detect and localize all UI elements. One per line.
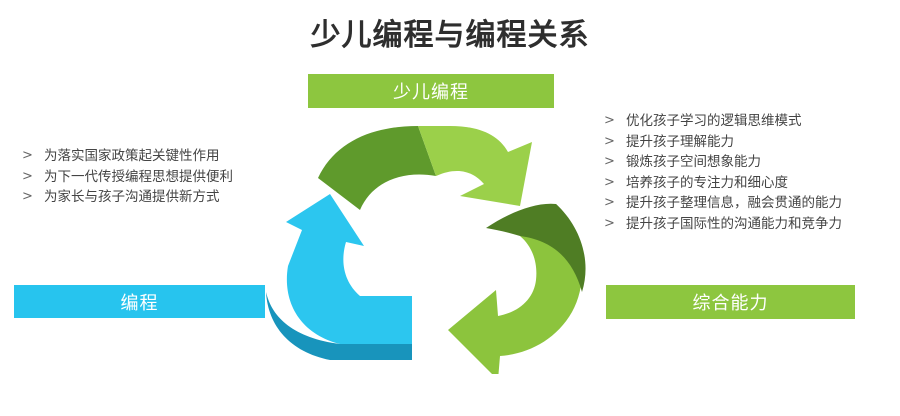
chevron-right-icon: >: [604, 133, 615, 149]
chevron-right-icon: >: [22, 168, 33, 184]
left-arrow-back: [266, 292, 412, 360]
list-item: >提升孩子理解能力: [604, 132, 886, 153]
list-item: >为家长与孩子沟通提供新方式: [22, 187, 312, 208]
chevron-right-icon: >: [604, 215, 615, 231]
banner-youth-coding-label: 少儿编程: [393, 82, 469, 103]
left-bullet-list: >为落实国家政策起关键性作用 >为下一代传授编程思想提供便利 >为家长与孩子沟通…: [22, 146, 312, 208]
banner-comprehensive-ability-label: 综合能力: [692, 293, 769, 314]
list-item: >优化孩子学习的逻辑思维模式: [604, 111, 886, 132]
top-arrow-front: [418, 126, 532, 206]
chevron-right-icon: >: [22, 189, 33, 204]
banner-coding-label: 编程: [120, 292, 159, 314]
banner-youth-coding: 少儿编程: [308, 74, 554, 108]
page-title: 少儿编程与编程关系: [310, 18, 590, 53]
list-item: >提升孩子国际性的沟通能力和竞争力: [604, 214, 886, 235]
right-arrow-back: [486, 203, 586, 292]
list-item: >提升孩子整理信息，融会贯通的能力: [604, 193, 886, 214]
top-arrow-back: [318, 126, 436, 210]
left-arrow-front: [286, 194, 412, 344]
right-arrow-front: [448, 204, 583, 374]
banner-comprehensive-ability: 综合能力: [606, 285, 855, 319]
chevron-right-icon: >: [604, 113, 615, 128]
chevron-right-icon: >: [604, 195, 615, 210]
right-bullet-list: >优化孩子学习的逻辑思维模式 >提升孩子理解能力 >锻炼孩子空间想象能力 >培养…: [604, 111, 886, 234]
chevron-right-icon: >: [604, 174, 615, 190]
list-item: >锻炼孩子空间想象能力: [604, 152, 886, 173]
list-item: >培养孩子的专注力和细心度: [604, 173, 886, 194]
recycle-cycle-diagram: [266, 126, 586, 374]
banner-coding: 编程: [14, 285, 265, 318]
list-item: >为下一代传授编程思想提供便利: [22, 167, 312, 188]
chevron-right-icon: >: [604, 154, 615, 169]
list-item: >为落实国家政策起关键性作用: [22, 146, 312, 167]
chevron-right-icon: >: [22, 148, 33, 163]
